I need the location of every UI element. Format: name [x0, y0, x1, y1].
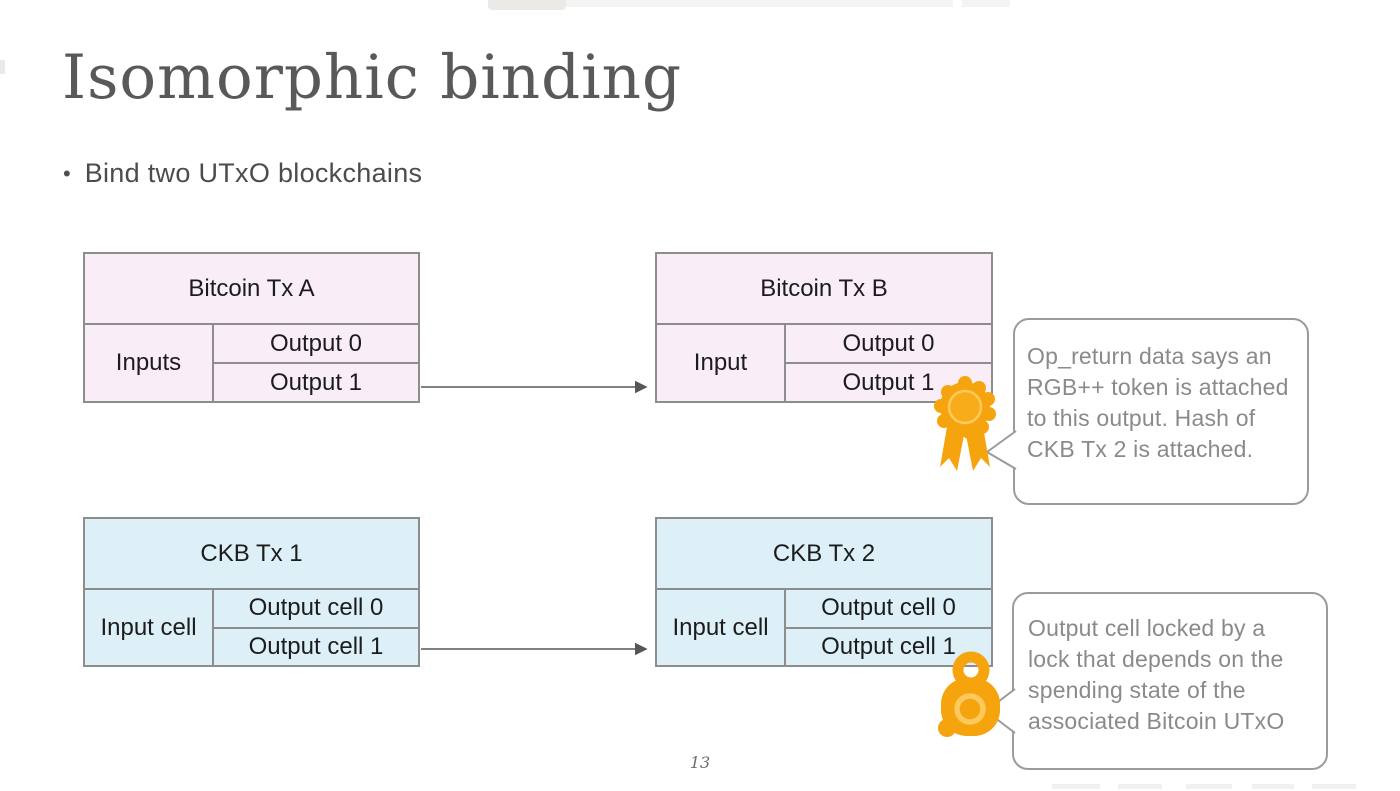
compression-artifact: [1052, 784, 1100, 789]
page-title: Isomorphic binding: [62, 42, 682, 113]
output-cell: Output cell 1: [214, 626, 418, 666]
box-title: Bitcoin Tx A: [83, 252, 420, 325]
bitcoin-tx-b-box: Bitcoin Tx B Input Output 0 Output 1: [655, 252, 993, 403]
callout-text: Op_return data says an RGB++ token is at…: [1027, 343, 1289, 462]
compression-artifact: [1186, 784, 1232, 789]
output-cell: Output 0: [269, 329, 363, 357]
output-cell: Output 0: [842, 329, 935, 357]
box-title: Bitcoin Tx B: [655, 252, 993, 325]
callout-text: Output cell locked by a lock that depend…: [1028, 615, 1285, 734]
callout-tail: [985, 430, 1017, 470]
ckb-tx-2-box: CKB Tx 2 Input cell Output cell 0 Output…: [655, 517, 993, 667]
output-cell: Output cell 0: [821, 594, 956, 622]
output-cell: Output cell 1: [786, 626, 991, 666]
padlock-icon: [938, 651, 1000, 737]
bitcoin-tx-a-box: Bitcoin Tx A Inputs Output 0 Output 1: [83, 252, 420, 403]
input-cell: Input cell: [85, 590, 214, 665]
box-title: CKB Tx 2: [655, 517, 993, 590]
ckb-tx-1-box: CKB Tx 1 Input cell Output cell 0 Output…: [83, 517, 420, 667]
compression-artifact: [0, 60, 5, 74]
op-return-callout: Op_return data says an RGB++ token is at…: [1013, 318, 1309, 505]
box-title: CKB Tx 1: [83, 517, 420, 590]
input-cell: Input: [657, 325, 786, 401]
callout-tail: [984, 688, 1016, 734]
compression-artifact: [488, 0, 566, 10]
input-cell: Input cell: [657, 590, 786, 665]
page-number: 13: [689, 753, 711, 772]
bullet-marker: •: [63, 160, 71, 186]
compression-artifact: [1312, 784, 1356, 789]
bullet-item: • Bind two UTxO blockchains: [63, 158, 422, 189]
input-cell: Inputs: [85, 325, 214, 401]
compression-artifact: [488, 0, 953, 7]
compression-artifact: [962, 0, 1010, 7]
bullet-text: Bind two UTxO blockchains: [84, 158, 423, 188]
lock-callout: Output cell locked by a lock that depend…: [1012, 592, 1328, 770]
output-cell: Output 1: [786, 362, 991, 401]
output-cell: Output 1: [214, 362, 418, 401]
compression-artifact: [1252, 784, 1294, 789]
output-cell: Output cell 0: [248, 594, 384, 622]
compression-artifact: [1118, 784, 1162, 789]
